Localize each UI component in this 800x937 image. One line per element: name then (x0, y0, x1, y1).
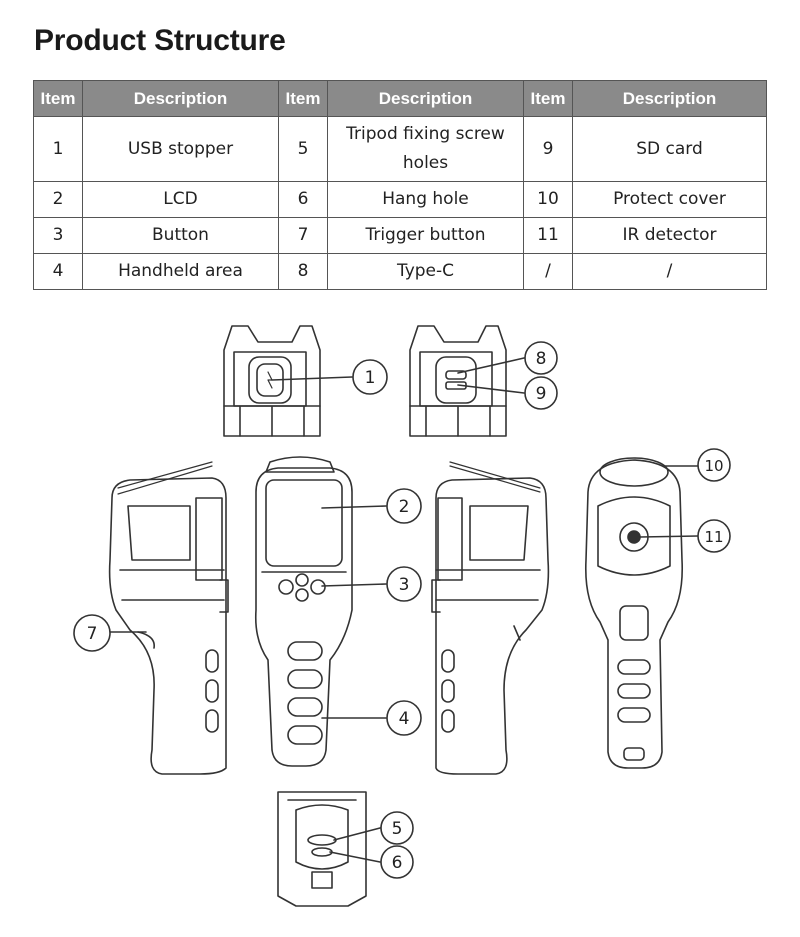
item-number: 4 (33, 253, 83, 290)
header-item: Item (33, 80, 83, 117)
item-description: IR detector (572, 217, 767, 254)
right-side-view (431, 461, 550, 775)
header-item: Item (278, 80, 328, 117)
item-description: Button (82, 217, 279, 254)
header-description: Description (82, 80, 279, 117)
device-line-drawing: 1 8 9 2 3 4 7 10 11 (73, 325, 731, 907)
item-description: Protect cover (572, 181, 767, 218)
callout-7: 7 (73, 614, 147, 652)
item-description: USB stopper (82, 116, 279, 182)
item-number: 2 (33, 181, 83, 218)
svg-text:10: 10 (704, 457, 723, 475)
page-title: Product Structure (34, 24, 286, 57)
item-number: 1 (33, 116, 83, 182)
item-description: Handheld area (82, 253, 279, 290)
svg-text:1: 1 (365, 368, 376, 388)
svg-text:3: 3 (399, 575, 410, 595)
callout-4: 4 (321, 700, 422, 736)
item-number: 8 (278, 253, 328, 290)
callout-2: 2 (321, 488, 422, 524)
svg-text:8: 8 (536, 349, 547, 369)
bottom-view (277, 791, 367, 907)
callout-1: 1 (271, 359, 388, 395)
item-description: Tripod fixing screw holes (327, 116, 524, 182)
svg-text:6: 6 (392, 853, 403, 873)
table-row: 1 USB stopper 5 Tripod fixing screw hole… (33, 116, 767, 182)
callout-5: 5 (333, 811, 414, 845)
callout-11: 11 (639, 519, 731, 553)
item-number: 6 (278, 181, 328, 218)
item-description: SD card (572, 116, 767, 182)
table-row: 3 Button 7 Trigger button 11 IR detector (33, 217, 767, 254)
item-number: / (523, 253, 573, 290)
callout-8: 8 (457, 341, 558, 375)
header-description: Description (572, 80, 767, 117)
item-number: 10 (523, 181, 573, 218)
svg-text:4: 4 (399, 709, 410, 729)
header-item: Item (523, 80, 573, 117)
item-number: 5 (278, 116, 328, 182)
svg-text:9: 9 (536, 384, 547, 404)
item-description: Type-C (327, 253, 524, 290)
front-view (254, 456, 353, 767)
product-structure-table: Item Description Item Description Item D… (33, 80, 767, 290)
callout-10: 10 (663, 448, 731, 482)
item-number: 11 (523, 217, 573, 254)
item-number: 9 (523, 116, 573, 182)
item-description: Trigger button (327, 217, 524, 254)
item-description: Hang hole (327, 181, 524, 218)
svg-text:2: 2 (399, 497, 410, 517)
table-row: 4 Handheld area 8 Type-C / / (33, 253, 767, 290)
callout-3: 3 (321, 566, 422, 602)
item-number: 3 (33, 217, 83, 254)
top-view-typec-sd (409, 325, 507, 437)
svg-text:7: 7 (87, 624, 98, 644)
left-side-view (108, 461, 229, 775)
table-header-row: Item Description Item Description Item D… (33, 80, 767, 117)
item-description: / (572, 253, 767, 290)
table-row: 2 LCD 6 Hang hole 10 Protect cover (33, 181, 767, 218)
item-description: LCD (82, 181, 279, 218)
item-number: 7 (278, 217, 328, 254)
top-view-usb (223, 325, 321, 437)
svg-text:5: 5 (392, 819, 403, 839)
rear-view (584, 457, 684, 769)
header-description: Description (327, 80, 524, 117)
callout-6: 6 (329, 845, 414, 879)
callout-9: 9 (457, 376, 558, 410)
svg-text:11: 11 (704, 528, 723, 546)
